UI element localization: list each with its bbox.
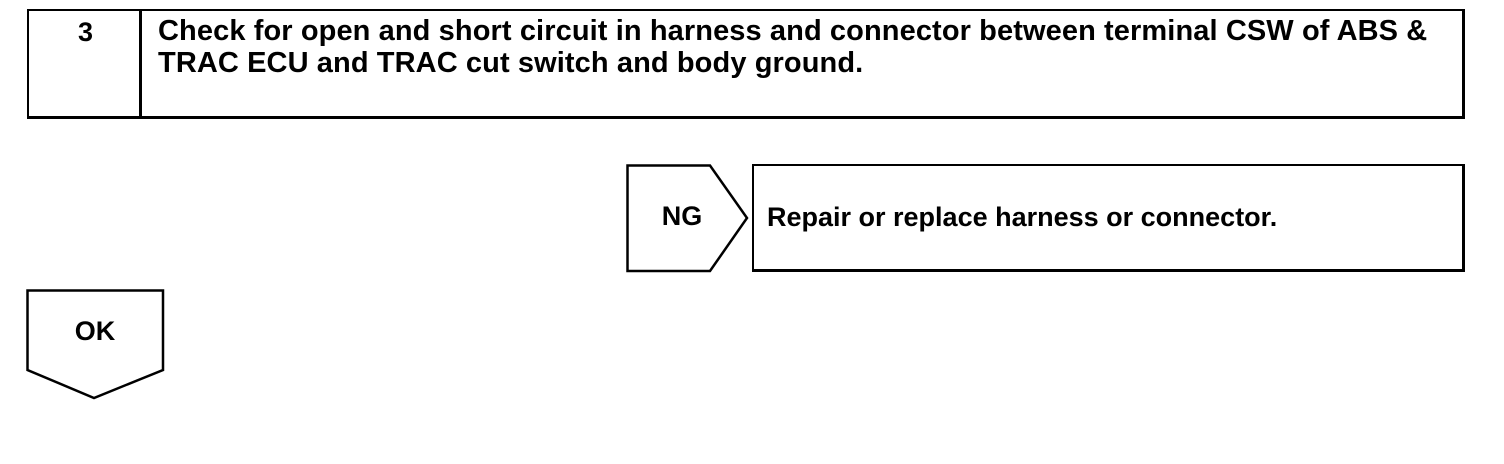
ok-arrow-shape: [26, 289, 165, 400]
ok-label: OK: [74, 316, 116, 346]
ng-result-box: Repair or replace harness or connector.: [752, 164, 1465, 272]
ng-arrow-shape: [626, 164, 749, 273]
ng-label: NG: [661, 201, 703, 231]
step-number-cell: 3: [29, 11, 142, 116]
step-box: 3 Check for open and short circuit in ha…: [27, 9, 1465, 119]
step-number: 3: [77, 17, 94, 47]
step-instruction: Check for open and short circuit in harn…: [158, 15, 1428, 79]
ng-result-text: Repair or replace harness or connector.: [767, 202, 1278, 232]
